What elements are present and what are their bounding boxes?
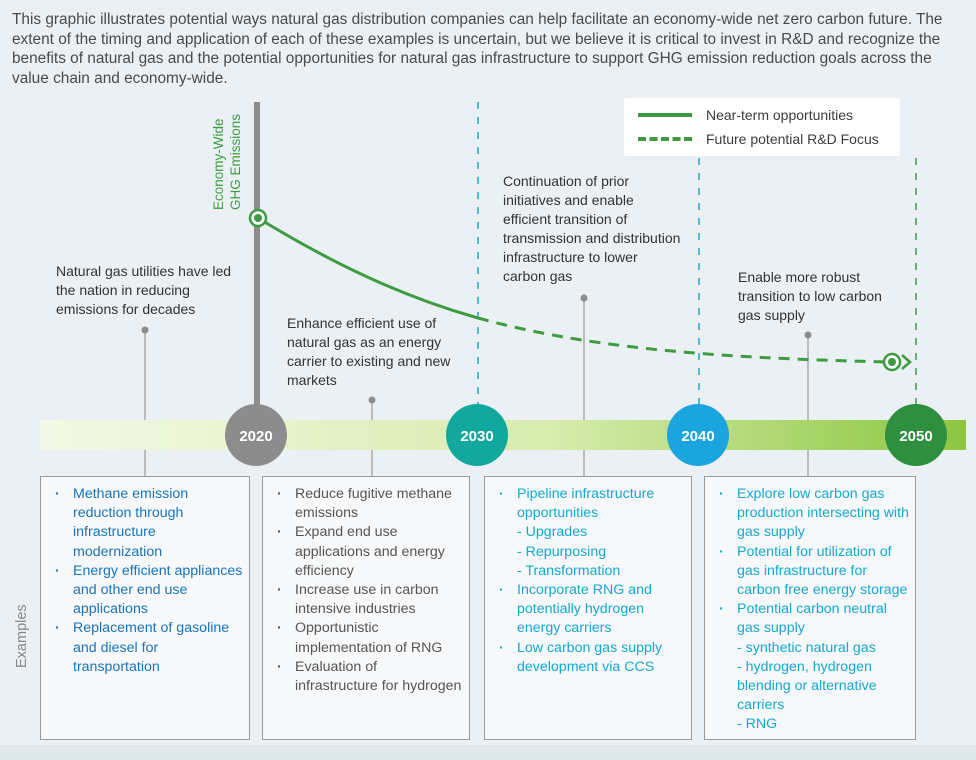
sub-item: - RNG	[737, 716, 778, 733]
milestone-circle-2030	[446, 404, 508, 466]
list-item: Replacement of gasoline and diesel for t…	[51, 619, 243, 677]
milestone-circle-2020	[225, 404, 287, 466]
milestone-circle-2040	[667, 404, 729, 466]
list-item: Methane emission reduction through infra…	[51, 485, 243, 562]
sub-item: - Transformation	[517, 562, 621, 579]
intro-paragraph: This graphic illustrates potential ways …	[12, 11, 943, 87]
milestone-label-2030: 2030	[460, 428, 493, 445]
legend-swatch-dashed	[638, 137, 692, 141]
example-box-2030: Reduce fugitive methane emissions Expand…	[262, 476, 470, 740]
legend-label-future: Future potential R&D Focus	[706, 131, 879, 147]
milestone-circle-2050	[885, 404, 947, 466]
legend-item-near-term: Near-term opportunities	[638, 104, 853, 126]
arrow-head	[901, 354, 912, 370]
list-item: Potential for utilization of gas infrast…	[715, 543, 909, 601]
milestone-label-2040: 2040	[681, 428, 714, 445]
list-item: Low carbon gas supply development via CC…	[495, 639, 685, 677]
timeline-diagram: 2020 2030 2040 2050	[40, 102, 966, 476]
future-curve	[477, 316, 893, 364]
list-item: Opportunistic implementation of RNG	[273, 619, 463, 657]
y-axis-title: Economy-Wide GHG Emissions	[211, 113, 243, 210]
list-item: Reduce fugitive methane emissions	[273, 485, 463, 523]
list-item: Pipeline infrastructure opportunities - …	[495, 485, 685, 581]
annotation-1: Natural gas utilities have led the natio…	[56, 263, 232, 317]
legend-label-near-term: Near-term opportunities	[706, 107, 854, 123]
y-axis-line	[254, 102, 260, 430]
list-item: Increase use in carbon intensive industr…	[273, 581, 463, 619]
list-item-text: Potential carbon neutral gas supply	[737, 601, 887, 637]
sub-item: - hydrogen, hydrogen blending or alterna…	[737, 658, 877, 714]
end-node-inner	[888, 358, 896, 366]
example-box-2040: Pipeline infrastructure opportunities - …	[484, 476, 692, 740]
example-box-2050: Explore low carbon gas production inters…	[704, 476, 916, 740]
list-item: Evaluation of infrastructure for hydroge…	[273, 658, 463, 696]
bottom-strip	[0, 745, 976, 760]
pointer-dot-3	[580, 294, 588, 302]
milestone-label-2050: 2050	[899, 428, 932, 445]
list-item: Incorporate RNG and potentially hydrogen…	[495, 581, 685, 639]
list-item: Explore low carbon gas production inters…	[715, 485, 909, 543]
legend-swatch-solid	[638, 113, 692, 117]
sub-item: - Upgrades	[517, 524, 588, 541]
list-item: Energy efficient appliances and other en…	[51, 562, 243, 620]
list-item: Expand end use applications and energy e…	[273, 523, 463, 581]
pointer-dot-1	[141, 326, 149, 334]
annotation-4: Enable more robust transition to low car…	[738, 269, 882, 323]
legend-item-future: Future potential R&D Focus	[638, 128, 879, 150]
pointer-dot-4	[804, 331, 812, 339]
annotation-3: Continuation of prior initiatives and en…	[503, 173, 681, 284]
start-node-inner	[254, 214, 262, 222]
annotation-2: Enhance efficient use of natural gas as …	[287, 315, 451, 388]
sub-item: - Repurposing	[517, 543, 607, 560]
milestone-label-2020: 2020	[239, 428, 272, 445]
near-term-curve	[257, 216, 479, 320]
sub-item: - synthetic natural gas	[737, 639, 876, 656]
pointer-dot-2	[368, 396, 376, 404]
legend: Near-term opportunities Future potential…	[624, 98, 900, 156]
examples-label: Examples	[14, 604, 30, 668]
example-box-2020: Methane emission reduction through infra…	[40, 476, 250, 740]
list-item-text: Pipeline infrastructure opportunities	[517, 486, 655, 522]
list-item: Potential carbon neutral gas supply - sy…	[715, 600, 909, 734]
